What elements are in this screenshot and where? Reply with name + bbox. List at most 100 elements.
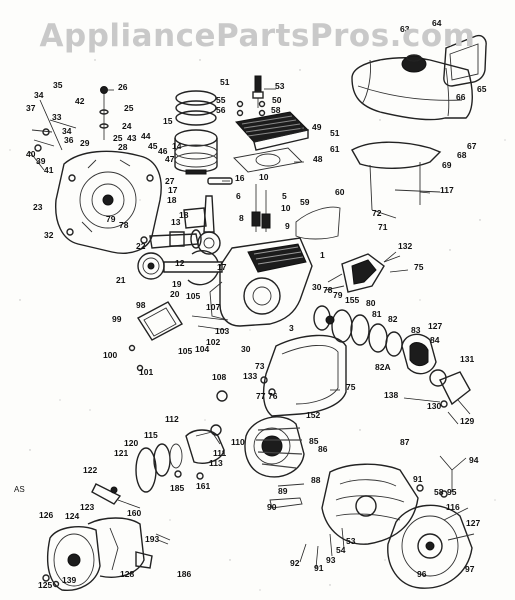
rotor-disc bbox=[387, 504, 475, 589]
callout-c93: 93 bbox=[326, 555, 336, 565]
engine-block bbox=[209, 237, 313, 327]
governor-linkage bbox=[29, 99, 77, 171]
callout-c55: 55 bbox=[216, 95, 226, 105]
callout-c139: 139 bbox=[62, 575, 76, 585]
callout-c99: 99 bbox=[112, 314, 122, 324]
callout-c48: 48 bbox=[313, 154, 323, 164]
callout-c32: 32 bbox=[44, 230, 54, 240]
callout-c56: 56 bbox=[216, 105, 226, 115]
callout-c53b: 53 bbox=[346, 536, 356, 546]
callout-c63: 63 bbox=[400, 24, 410, 34]
callout-c28: 28 bbox=[118, 142, 128, 152]
callout-c94: 94 bbox=[469, 455, 479, 465]
piston-rings bbox=[175, 90, 217, 126]
callout-c126: 126 bbox=[39, 510, 53, 520]
callout-c111: 111 bbox=[213, 448, 227, 458]
callout-c79: 79 bbox=[106, 214, 116, 224]
corner-mark: AS bbox=[14, 485, 25, 494]
callout-c97: 97 bbox=[465, 564, 475, 574]
callout-c122: 122 bbox=[83, 465, 97, 475]
callout-c58b: 58 bbox=[434, 487, 444, 497]
valves bbox=[251, 184, 271, 232]
callout-c34b: 34 bbox=[62, 126, 72, 136]
callout-c105a: 105 bbox=[186, 291, 200, 301]
callout-c120: 120 bbox=[124, 438, 138, 448]
callout-c16: 16 bbox=[235, 173, 245, 183]
watermark-text: AppliancePartsPros.com bbox=[39, 18, 476, 54]
callout-c101: 101 bbox=[139, 367, 153, 377]
cooling-fan bbox=[321, 463, 419, 545]
blower-housing bbox=[260, 334, 347, 417]
callout-c44: 44 bbox=[141, 131, 151, 141]
callout-c5: 5 bbox=[282, 191, 287, 201]
callout-c87: 87 bbox=[400, 437, 410, 447]
callout-c46: 46 bbox=[158, 146, 168, 156]
callout-c40: 40 bbox=[26, 149, 36, 159]
callout-c26: 26 bbox=[118, 82, 128, 92]
callout-c15: 15 bbox=[163, 116, 173, 126]
callout-c133: 133 bbox=[243, 371, 257, 381]
tappet-block bbox=[169, 207, 207, 247]
callout-c47: 47 bbox=[165, 154, 175, 164]
callout-c112: 112 bbox=[165, 414, 179, 424]
callout-c186: 186 bbox=[177, 569, 191, 579]
callout-c6: 6 bbox=[236, 191, 241, 201]
callout-c107: 107 bbox=[206, 302, 220, 312]
head-gasket bbox=[233, 147, 303, 173]
callout-c71: 71 bbox=[378, 222, 388, 232]
callout-c82: 82 bbox=[388, 314, 398, 324]
callout-c51b: 51 bbox=[330, 128, 340, 138]
callout-c53: 53 bbox=[275, 81, 285, 91]
piston-pin bbox=[207, 177, 233, 185]
callout-c39: 39 bbox=[36, 156, 46, 166]
callout-c92: 92 bbox=[290, 558, 300, 568]
callout-c73: 73 bbox=[255, 361, 265, 371]
callout-c29: 29 bbox=[80, 138, 90, 148]
callout-c34a: 34 bbox=[34, 90, 44, 100]
callout-c82a: 82A bbox=[375, 362, 391, 372]
callout-c132: 132 bbox=[398, 241, 412, 251]
callout-c160: 160 bbox=[127, 508, 141, 518]
callout-c42: 42 bbox=[75, 96, 85, 106]
callout-c75a: 75 bbox=[414, 262, 424, 272]
callout-c69: 69 bbox=[442, 160, 452, 170]
callout-c13: 13 bbox=[171, 217, 181, 227]
callout-c8: 8 bbox=[239, 213, 244, 223]
flywheel bbox=[244, 416, 305, 478]
callout-c102: 102 bbox=[206, 337, 220, 347]
callout-c79b: 79 bbox=[333, 290, 343, 300]
callout-c20: 20 bbox=[170, 289, 180, 299]
callout-c161: 161 bbox=[196, 481, 210, 491]
callout-c113: 113 bbox=[209, 458, 223, 468]
callout-c58: 58 bbox=[271, 105, 281, 115]
callout-c131: 131 bbox=[460, 354, 474, 364]
callout-c116: 116 bbox=[446, 502, 460, 512]
callout-c65: 65 bbox=[477, 84, 487, 94]
callout-c96: 96 bbox=[417, 569, 427, 579]
callout-c75b: 75 bbox=[346, 382, 356, 392]
flywheel-rings bbox=[313, 305, 403, 357]
callout-c72: 72 bbox=[372, 208, 382, 218]
callout-c61: 61 bbox=[330, 144, 340, 154]
callout-c17b: 17 bbox=[217, 262, 227, 272]
tank-shroud-plate bbox=[443, 34, 487, 87]
callout-c64: 64 bbox=[432, 18, 442, 28]
callout-c95: 95 bbox=[447, 487, 457, 497]
callout-c155: 155 bbox=[345, 295, 359, 305]
callout-c129: 129 bbox=[460, 416, 474, 426]
callout-c45: 45 bbox=[148, 141, 158, 151]
dipstick-parts bbox=[99, 86, 109, 140]
callout-c23: 23 bbox=[33, 202, 43, 212]
crankshaft-gear bbox=[137, 250, 223, 286]
callout-c83: 83 bbox=[411, 325, 421, 335]
callout-c1: 1 bbox=[320, 250, 325, 260]
callout-c30b: 30 bbox=[241, 344, 251, 354]
callout-c105b: 105 bbox=[178, 346, 192, 356]
recoil-starter bbox=[46, 517, 145, 591]
carburetor bbox=[325, 253, 401, 293]
callout-c36: 36 bbox=[64, 135, 74, 145]
callout-c21: 21 bbox=[116, 275, 126, 285]
starter-pulley-assembly bbox=[401, 333, 471, 415]
